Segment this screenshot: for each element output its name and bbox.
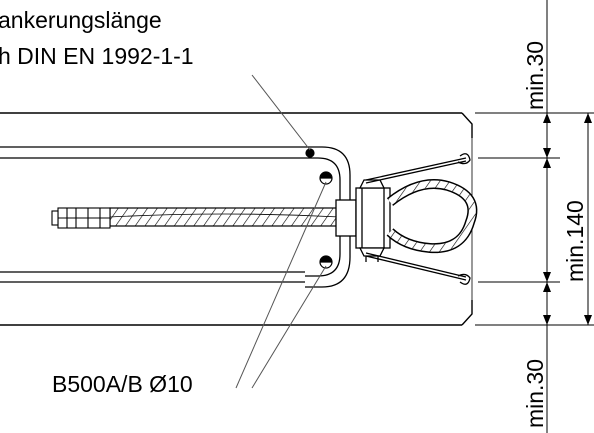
dimension-lines <box>475 0 594 433</box>
rope-ferrule <box>51 207 111 229</box>
wire-rope <box>109 207 341 227</box>
anchor-housing <box>335 179 391 262</box>
longitudinal-rebars <box>0 146 305 283</box>
dimension-middle: min.140 <box>562 200 588 282</box>
spring-clips <box>365 153 471 285</box>
dimension-arrows <box>543 113 592 325</box>
rebar-cross-sections <box>305 148 333 269</box>
dimension-bottom: min.30 <box>522 359 548 428</box>
anchorage-label-line2: h DIN EN 1992-1-1 <box>0 43 194 69</box>
rope-loop <box>386 179 478 254</box>
rebar-label: B500A/B Ø10 <box>52 371 193 397</box>
leader-lines <box>235 74 327 389</box>
anchorage-label-line1: ankerungslänge <box>0 7 162 33</box>
rebar-dot-top <box>305 148 315 158</box>
dimension-top: min.30 <box>522 41 548 110</box>
